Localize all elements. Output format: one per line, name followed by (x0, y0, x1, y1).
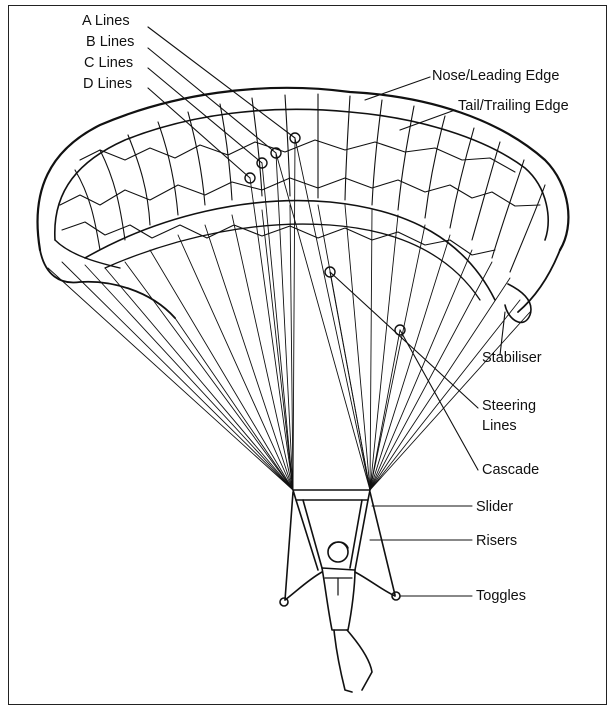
label-slider: Slider (476, 499, 513, 515)
slider-shape (293, 490, 370, 500)
canopy (38, 88, 569, 323)
label-d-lines: D Lines (83, 76, 132, 92)
leader-lines (148, 27, 505, 596)
label-toggles: Toggles (476, 588, 526, 604)
left-toggle (280, 598, 288, 606)
pilot-right-leg (347, 630, 372, 690)
label-cascade: Cascade (482, 462, 539, 478)
label-b-lines: B Lines (86, 34, 134, 50)
labels: A Lines B Lines C Lines D Lines Nose/Lea… (82, 13, 569, 604)
label-nose-leading-edge: Nose/Leading Edge (432, 68, 559, 84)
label-c-lines: C Lines (84, 55, 133, 71)
pilot-left-arm (285, 572, 322, 600)
right-riser (350, 500, 368, 570)
canopy-cells (60, 94, 545, 272)
pilot-right-arm (355, 572, 395, 596)
pilot-left-leg (334, 630, 352, 692)
label-risers: Risers (476, 533, 517, 549)
pilot-torso (322, 568, 355, 630)
label-a-lines: A Lines (82, 13, 130, 29)
harness-assembly (280, 490, 400, 692)
left-riser (296, 500, 322, 570)
label-stabiliser: Stabiliser (482, 350, 542, 366)
label-steering: Steering (482, 398, 536, 414)
label-tail-trailing-edge: Tail/Trailing Edge (458, 98, 569, 114)
label-steering-lines: Lines (482, 418, 517, 434)
